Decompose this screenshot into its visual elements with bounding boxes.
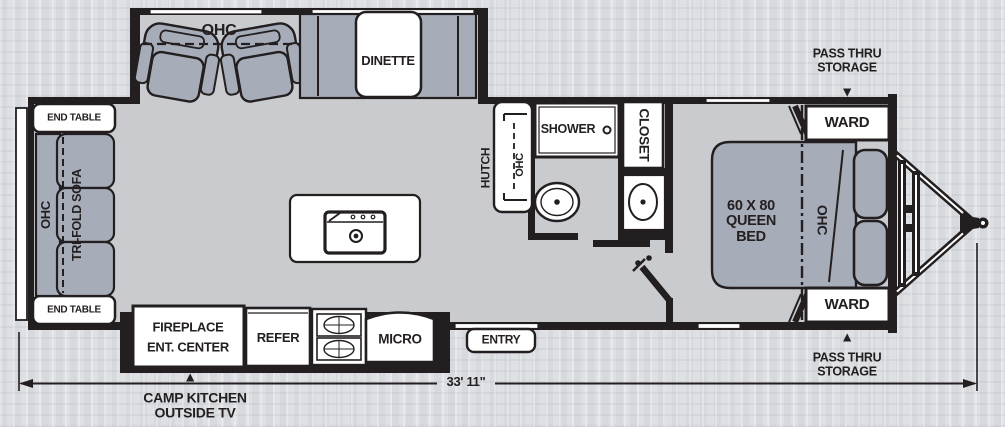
tri-fold-sofa-group: [31, 102, 117, 326]
shower-label: SHOWER: [540, 122, 596, 137]
bedroom-window: [705, 97, 771, 104]
entry-door-opening: [454, 322, 539, 330]
queen-bed-label: 60 X 80 QUEEN BED: [725, 197, 777, 245]
dinette-label: DINETTE: [361, 52, 415, 68]
bedroom-wall-upper: [665, 97, 673, 253]
top-wall-right: [485, 97, 893, 104]
dinette-group: [298, 10, 478, 100]
hutch-label: HUTCH: [478, 147, 493, 189]
camp-kitchen-label: CAMP KITCHEN OUTSIDE TV: [143, 389, 247, 421]
bath-wall-bottom: [528, 233, 578, 240]
refer-shape: [244, 306, 312, 368]
bath-door-wall: [593, 240, 650, 247]
vanity-sink: [621, 173, 667, 232]
micro-label: MICRO: [378, 331, 422, 347]
coupler-icon: [960, 215, 979, 231]
slideout-right-wall: [478, 8, 488, 104]
ohc-sofa-label: OHC: [37, 201, 53, 229]
pillow: [852, 148, 889, 220]
closet-label: CLOSET: [636, 108, 652, 162]
bottom-window: [697, 322, 741, 330]
closet-vanity-divider: [625, 168, 665, 175]
sofa-cushion: [55, 240, 116, 298]
bottom-wall-right: [448, 322, 893, 330]
ward-bottom-shape: [804, 286, 891, 324]
shower-head-icon: [602, 125, 612, 135]
sofa-cushion: [55, 186, 116, 244]
pass-thru-storage-top-label: PASS THRU STORAGE: [812, 46, 882, 74]
bedroom-wall-stub: [666, 298, 673, 324]
refer-label: REFER: [256, 329, 300, 345]
queen-bed: [710, 140, 889, 290]
ward-bottom-label: WARD: [824, 295, 870, 313]
end-table-top-shape: [31, 102, 117, 134]
rear-wall: [28, 97, 34, 330]
tri-fold-sofa-label: TRI-FOLD SOFA: [70, 169, 85, 261]
slideout-left-wall: [130, 8, 140, 104]
slideout-window: [149, 8, 263, 15]
end-table-top-label: END TABLE: [47, 112, 101, 124]
stove-icon: [310, 307, 368, 367]
fireplace-ent-center-label: FIREPLACE ENT. CENTER: [147, 319, 229, 355]
kitchen-appliances: [131, 304, 436, 369]
captain-chair-right: [219, 22, 307, 103]
dinette-table: [354, 10, 423, 99]
slideout-top-wall: [130, 8, 488, 15]
ohc-bed-label: OHC: [814, 204, 831, 236]
sofa-cushion: [55, 132, 116, 190]
bedroom-door: [632, 255, 673, 304]
end-table-bottom-label: END TABLE: [47, 304, 101, 316]
ward-cabinets: [788, 104, 891, 324]
camp-kitchen-arrow-icon: ▲: [183, 368, 197, 385]
top-wall-left: [28, 97, 133, 104]
pass-thru-storage-bottom-label: PASS THRU STORAGE: [812, 350, 882, 378]
dimension-arrow-right: [963, 379, 977, 388]
toilet-icon: [533, 181, 581, 223]
faucet-icon: [349, 229, 363, 243]
ohc-label-dinette-slide: OHC: [201, 22, 237, 40]
pillow: [852, 219, 889, 287]
fireplace-ent-center-shape: [131, 304, 246, 369]
pass-thru-top-arrow-icon: ▼: [840, 83, 854, 100]
kitchen-island: [288, 193, 422, 264]
ward-top-shape: [804, 104, 891, 142]
ohc-hutch-label: OHC: [513, 153, 526, 177]
micro-shape: [364, 311, 436, 364]
closet-cabinet: [621, 100, 665, 170]
shower-stall: [533, 101, 621, 159]
rear-slideout-window-strip: [15, 107, 28, 321]
ward-top-label: WARD: [824, 113, 870, 131]
overall-length-label: 33' 11": [446, 373, 486, 389]
entry-tag-shape: [465, 327, 537, 354]
pass-thru-bottom-arrow-icon: ▲: [840, 328, 854, 345]
bath-wall-mid: [618, 101, 625, 240]
dimension-arrow-left: [19, 379, 33, 388]
entry-label: ENTRY: [481, 332, 521, 347]
hitch-frame: [889, 148, 989, 299]
front-wall: [888, 94, 897, 333]
vanity-bottom-wall: [620, 230, 665, 240]
bottom-wall-left: [28, 322, 135, 330]
dimension-line: [18, 243, 978, 391]
hutch-cabinet: [492, 100, 534, 214]
